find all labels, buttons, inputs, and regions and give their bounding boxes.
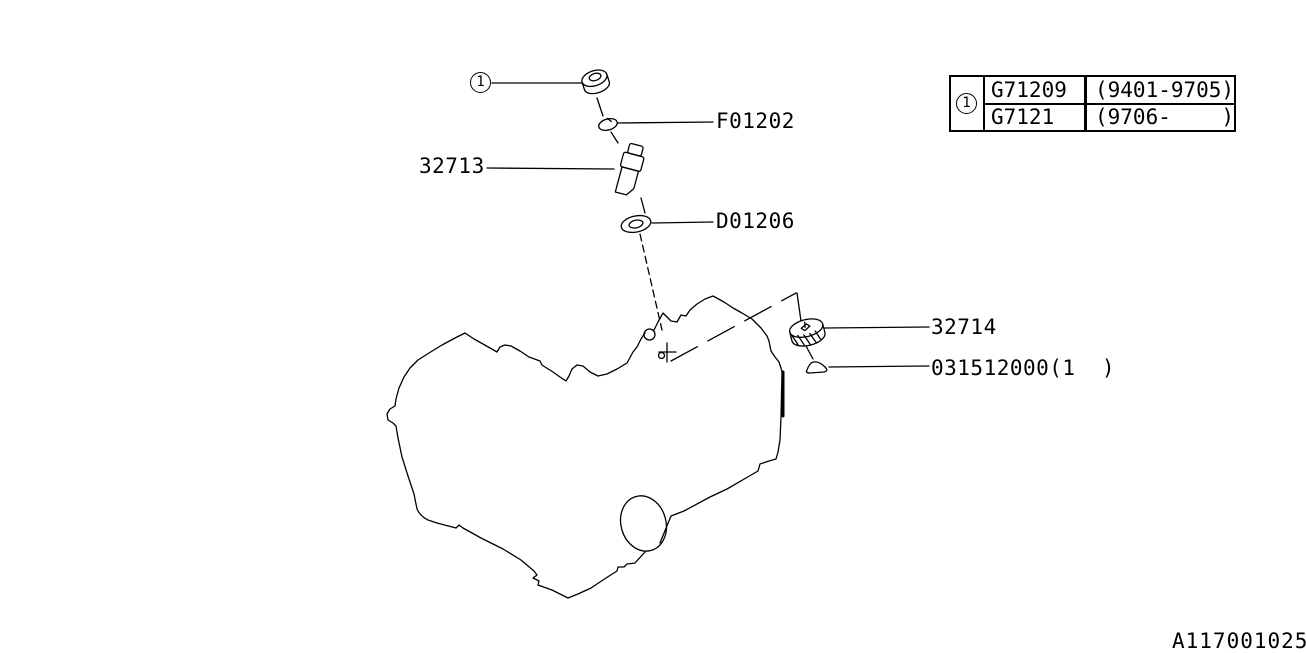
leader-pin (829, 366, 929, 367)
date-range-cell: (9706- ) (1095, 105, 1235, 130)
sleeve-part-drawing (613, 142, 646, 197)
case-boss-curl (644, 329, 655, 340)
washer-part-drawing (620, 213, 653, 235)
date-range-cell: (9401-9705) (1095, 77, 1235, 102)
case-opening-hole (614, 490, 673, 556)
ref-table-rows: G71209 (9401-9705) G7121 (9706- ) (985, 77, 1235, 130)
leader-32713 (487, 168, 614, 169)
ref-table-circle: 1 (956, 93, 977, 114)
ref-table-ref-column: 1 (951, 77, 985, 130)
leader-lines (487, 83, 929, 367)
assembly-axis-lines (597, 98, 813, 361)
part-number-cell: G7121 (985, 104, 1087, 130)
clip-part-drawing (597, 116, 618, 132)
diagram-code: A117001025 (1172, 629, 1306, 653)
leader-32714 (825, 327, 929, 328)
leader-f01202 (618, 122, 713, 123)
callout-label-d01206: D01206 (716, 209, 795, 233)
pin-part-drawing (806, 362, 826, 373)
callout-label-32714: 32714 (931, 315, 997, 339)
callout-label-pin: 031512000(1 ) (931, 356, 1116, 380)
table-row: G7121 (9706- ) (985, 104, 1235, 130)
ref-table: 1 G71209 (9401-9705) G7121 (9706- ) (949, 75, 1236, 132)
transmission-case-drawing (387, 296, 783, 598)
leader-d01206 (652, 222, 713, 223)
speedometer-drive-gear-drawing (788, 316, 827, 349)
speedometer-driven-gear-drawing (580, 67, 612, 96)
part-ref-circle: 1 (470, 72, 491, 93)
part-number-cell: G71209 (985, 77, 1087, 103)
callout-label-32713: 32713 (419, 154, 485, 178)
table-row: G71209 (9401-9705) (985, 77, 1235, 105)
case-cross-marker (659, 343, 677, 362)
callout-label-f01202: F01202 (716, 109, 795, 133)
case-outline-left (387, 333, 645, 598)
case-outline-right (654, 296, 782, 543)
